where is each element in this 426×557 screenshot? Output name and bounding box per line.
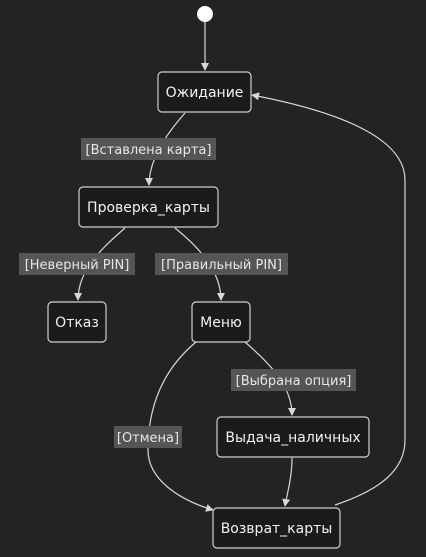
edge-cash-out-to-return-card — [282, 457, 293, 507]
label-correct-pin-text: [Правильный PIN] — [161, 258, 282, 273]
label-cancel-text: [Отмена] — [117, 431, 179, 446]
label-correct-pin: [Правильный PIN] — [155, 253, 288, 275]
state-cash-out-label: Выдача_наличных — [225, 430, 360, 446]
label-cancel: [Отмена] — [114, 426, 182, 448]
initial-state-dot — [197, 6, 213, 22]
state-cash-out: Выдача_наличных — [216, 416, 370, 458]
label-card-inserted: [Вставлена карта] — [81, 138, 216, 160]
label-option-selected-text: [Выбрана опция] — [236, 374, 352, 389]
edge-menu-to-return-card — [147, 341, 214, 512]
label-wrong-pin: [Неверный PIN] — [19, 253, 135, 275]
state-return-card: Возврат_карты — [212, 507, 341, 549]
state-waiting: Ожидание — [157, 71, 252, 113]
state-waiting-label: Ожидание — [166, 85, 244, 101]
state-menu: Меню — [191, 301, 251, 343]
state-menu-label: Меню — [200, 315, 242, 331]
state-return-card-label: Возврат_карты — [221, 521, 333, 537]
state-reject-label: Отказ — [55, 315, 99, 331]
label-wrong-pin-text: [Неверный PIN] — [25, 258, 130, 273]
state-check-card: Проверка_карты — [78, 186, 219, 228]
state-reject: Отказ — [47, 301, 107, 343]
label-card-inserted-text: [Вставлена карта] — [86, 143, 212, 158]
label-option-selected: [Выбрана опция] — [231, 369, 356, 391]
state-check-card-label: Проверка_карты — [87, 200, 210, 216]
edge-return-card-to-waiting — [251, 92, 406, 506]
